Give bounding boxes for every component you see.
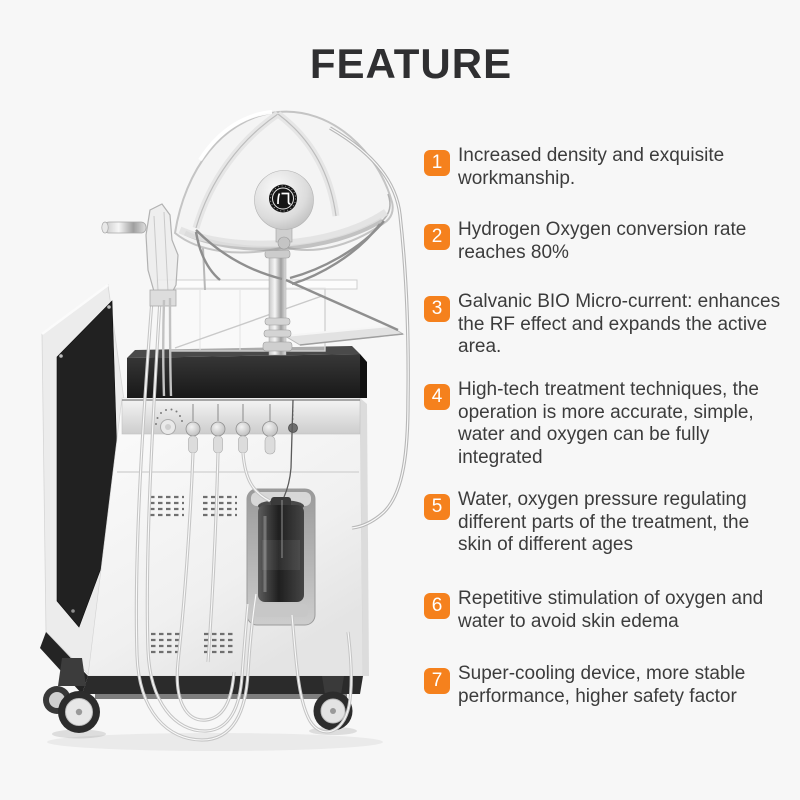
sensor-cable [283,399,294,498]
oxygen-dome [173,110,399,332]
brand-logo-icon [269,184,297,213]
base-and-casters [40,632,363,733]
feature-text: Repetitive stimulation of oxygen and wat… [458,588,764,632]
feature-text: Increased density and exquisite workmans… [458,145,725,189]
small-port [288,406,298,433]
water-bottle-compartment [246,488,316,626]
page-title: FEATURE [309,40,513,87]
pressure-dial [155,408,183,435]
feature-text: Galvanic BIO Micro-current: enhances the… [458,291,781,357]
vent [204,632,234,654]
feature-number-badge: 5 [424,494,450,520]
feature-text: Super-cooling device, more stable perfor… [458,663,746,707]
treatment-hoses [134,298,353,742]
feature-number-badge: 7 [424,668,450,694]
feature-text: High-tech treatment techniques, the oper… [458,379,760,468]
vent-grilles [150,495,237,654]
port-row [121,399,361,455]
feature-text: Hydrogen Oxygen conversion rate reaches … [458,219,747,263]
handpiece-holder [101,203,179,397]
hose-connectors [185,404,298,455]
connector [235,404,251,454]
feature-number-badge: 6 [424,593,450,619]
vent [203,495,237,517]
dome-sphere [254,170,314,250]
side-black-panel [56,300,120,628]
side-tray [283,325,405,346]
feature-number-badge: 3 [424,296,450,322]
connector [262,404,278,455]
floor-shadow [47,727,383,751]
feature-number-badge: 4 [424,384,450,410]
vent [151,632,181,654]
bottle [258,505,304,602]
product-image [30,100,440,770]
connector [210,404,226,454]
feature-text: Water, oxygen pressure regulating differ… [458,489,750,555]
oxygen-facial-machine-illustration [40,110,410,751]
caster-left [58,658,100,733]
connector [185,404,201,454]
dome-support-rods [194,220,399,332]
vent [150,495,184,517]
feature-number-badge: 1 [424,150,450,176]
feature-number-badge: 2 [424,224,450,250]
